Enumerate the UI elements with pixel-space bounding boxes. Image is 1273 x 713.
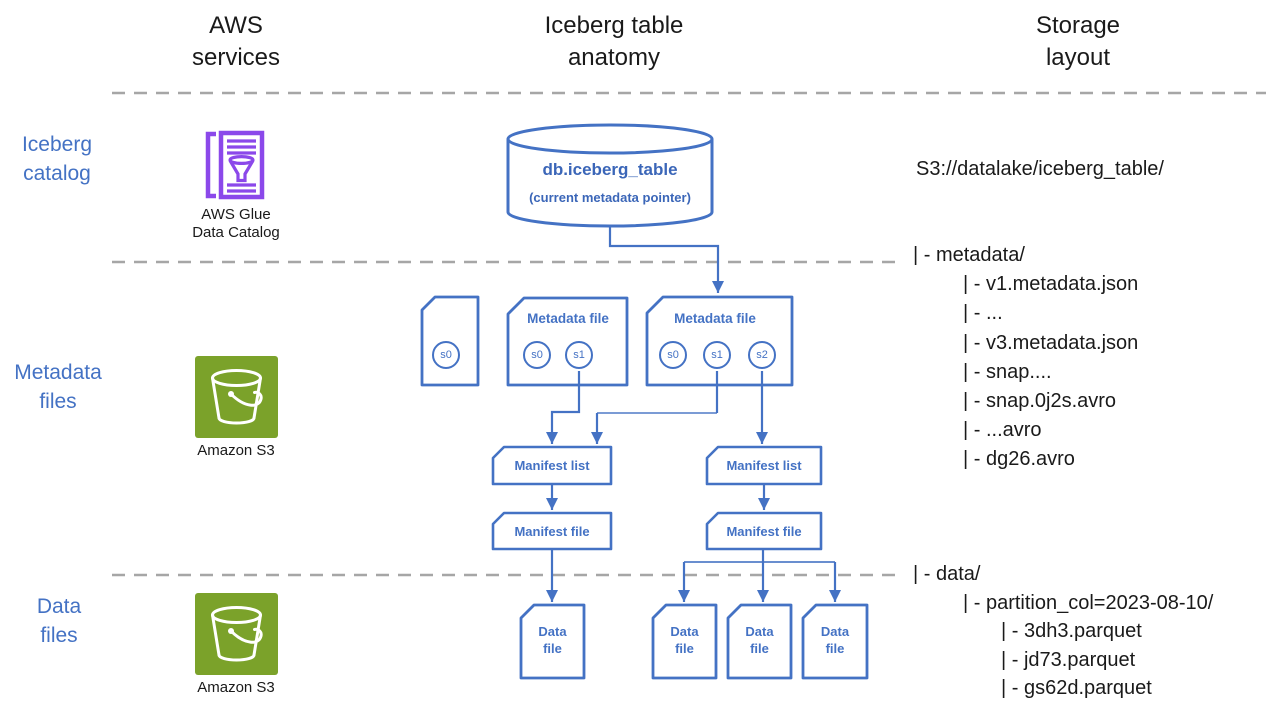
manifest-file-2-label: Manifest file — [726, 524, 802, 539]
glue-funnel — [228, 155, 255, 183]
snapshot-s0-file1: s0 — [432, 341, 460, 369]
storage-root-path: S3://datalake/iceberg_table/ — [916, 158, 1164, 180]
data-file-shape-4 — [801, 603, 869, 680]
data-file-shape-1 — [519, 603, 586, 680]
data-file-3-label: Data file — [745, 624, 774, 656]
storage-metadata-tree: | - metadata/ | - v1.metadata.json | - .… — [913, 244, 1138, 478]
storage-line: | - metadata/ — [913, 244, 1025, 266]
storage-line: | - jd73.parquet — [1001, 648, 1136, 671]
storage-line: | - snap.0j2s.avro — [963, 389, 1117, 412]
s3-caption-data: Amazon S3 — [197, 679, 275, 696]
connector-catalog-to-metadata — [608, 227, 724, 293]
storage-line: | - gs62d.parquet — [1001, 677, 1152, 699]
manifest-file-1-label: Manifest file — [514, 524, 590, 539]
storage-line: | - v3.metadata.json — [963, 331, 1139, 354]
snapshot-s2-file3: s2 — [748, 341, 776, 369]
snapshot-s1-file3: s1 — [703, 341, 731, 369]
storage-line: | - ... — [963, 302, 1003, 325]
storage-line: | - snap.... — [963, 360, 1052, 383]
storage-line: | - v1.metadata.json — [963, 273, 1139, 296]
storage-data-tree: | - data/ | - partition_col=2023-08-10/ … — [913, 563, 1213, 706]
glue-bracket — [205, 131, 216, 199]
metadata-file-2-label: Metadata file — [527, 311, 609, 326]
glue-book-outline — [218, 130, 265, 200]
dashed-separators — [112, 91, 1266, 577]
storage-line: | - partition_col=2023-08-10/ — [963, 591, 1214, 614]
data-file-shape-3 — [726, 603, 793, 680]
snapshot-s1-file2: s1 — [565, 341, 593, 369]
header-storage-layout: Storage layout — [1035, 12, 1121, 71]
aws-glue-data-catalog-icon — [205, 130, 265, 200]
storage-line: | - data/ — [913, 563, 981, 585]
storage-line: | - 3dh3.parquet — [1001, 620, 1142, 642]
storage-line: | - ...avro — [963, 419, 1042, 442]
amazon-s3-icon-metadata — [195, 356, 278, 438]
snapshot-s0-file3: s0 — [659, 341, 687, 369]
amazon-s3-icon-data — [195, 593, 278, 675]
manifest-list-2-label: Manifest list — [726, 458, 802, 473]
row-label-iceberg-catalog: Iceberg catalog — [21, 133, 93, 185]
connector-s1-file2-to-manifest-list-1 — [546, 371, 581, 444]
metadata-file-3-label: Metadata file — [674, 311, 756, 326]
header-iceberg-table-anatomy: Iceberg table anatomy — [544, 12, 684, 71]
catalog-db-title: db.iceberg_table — [542, 160, 678, 179]
data-file-shape-2 — [651, 603, 718, 680]
header-aws-services: AWS services — [191, 12, 281, 71]
row-label-data-files: Data files — [36, 595, 82, 647]
catalog-db-subtitle: (current metadata pointer) — [529, 190, 691, 205]
catalog-database-cylinder — [506, 123, 714, 228]
manifest-list-1-label: Manifest list — [514, 458, 590, 473]
s3-caption-metadata: Amazon S3 — [197, 442, 275, 459]
data-file-1-label: Data file — [538, 624, 567, 656]
glue-caption: AWS Glue Data Catalog — [192, 206, 280, 241]
data-file-2-label: Data file — [670, 624, 699, 656]
row-label-metadata-files: Metadata files — [14, 361, 102, 413]
data-file-4-label: Data file — [820, 624, 850, 656]
storage-line: | - dg26.avro — [963, 448, 1075, 471]
snapshot-s0-file2: s0 — [523, 341, 551, 369]
